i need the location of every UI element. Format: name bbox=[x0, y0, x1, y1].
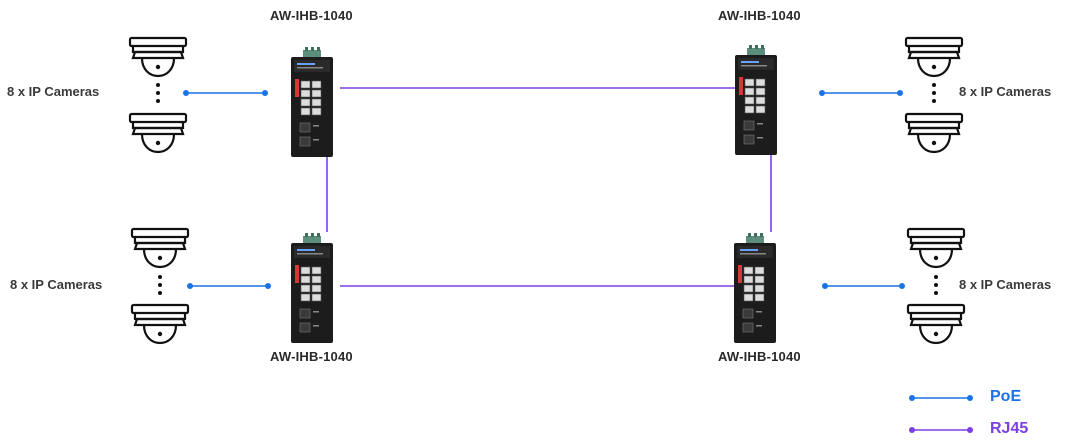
camera-group-label-top-right: 8 x IP Cameras bbox=[959, 84, 1052, 99]
camera-group-bottom-left bbox=[130, 227, 190, 345]
dome-camera-icon bbox=[130, 227, 190, 269]
switch-label-top-right: AW-IHB-1040 bbox=[718, 8, 801, 23]
dome-camera-icon bbox=[906, 303, 966, 345]
camera-group-top-right bbox=[904, 36, 964, 154]
legend-poe-swatch bbox=[909, 395, 973, 401]
industrial-switch-icon bbox=[734, 44, 778, 156]
dome-camera-icon bbox=[904, 36, 964, 78]
rj45-links bbox=[326, 87, 772, 287]
camera-group-top-left bbox=[128, 36, 188, 154]
legend-poe-label: PoE bbox=[990, 388, 1022, 405]
dome-camera-icon bbox=[128, 36, 188, 78]
legend-rj45-label: RJ45 bbox=[990, 420, 1029, 437]
poe-link-top-left bbox=[183, 90, 268, 96]
camera-group-label-bottom-right: 8 x IP Cameras bbox=[959, 277, 1052, 292]
poe-links bbox=[183, 90, 905, 289]
camera-group-bottom-right bbox=[906, 227, 966, 345]
switch-label-bottom-left: AW-IHB-1040 bbox=[270, 349, 353, 364]
ellipsis-dots-icon bbox=[156, 83, 160, 103]
industrial-switch-icon bbox=[733, 232, 777, 344]
dome-camera-icon bbox=[130, 303, 190, 345]
dome-camera-icon bbox=[906, 227, 966, 269]
ellipsis-dots-icon bbox=[932, 83, 936, 103]
legend-rj45-swatch bbox=[909, 427, 973, 433]
dome-camera-icon bbox=[904, 112, 964, 154]
camera-group-label-top-left: 8 x IP Cameras bbox=[7, 84, 100, 99]
poe-link-bottom-left bbox=[187, 283, 271, 289]
ellipsis-dots-icon bbox=[934, 275, 938, 295]
industrial-switch-icon bbox=[290, 46, 334, 158]
camera-group-label-bottom-left: 8 x IP Cameras bbox=[10, 277, 103, 292]
poe-link-top-right bbox=[819, 90, 903, 96]
switch-label-bottom-right: AW-IHB-1040 bbox=[718, 349, 801, 364]
switch-label-top-left: AW-IHB-1040 bbox=[270, 8, 353, 23]
industrial-switch-icon bbox=[290, 232, 334, 344]
poe-link-bottom-right bbox=[822, 283, 905, 289]
ellipsis-dots-icon bbox=[158, 275, 162, 295]
dome-camera-icon bbox=[128, 112, 188, 154]
